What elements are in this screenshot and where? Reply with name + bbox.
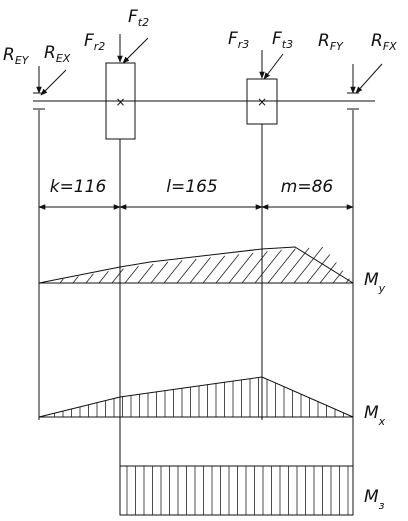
hatch-line: [59, 278, 64, 284]
my-hatching: [59, 246, 350, 284]
hatch-line: [150, 261, 169, 284]
ft3-label: Ft3: [272, 29, 293, 51]
ft2-label: Ft2: [128, 7, 149, 29]
mx-outline: [38, 376, 354, 418]
hatch-line: [163, 260, 183, 284]
hatch-line: [280, 247, 310, 284]
hatch-line: [228, 252, 254, 284]
fr3-label: Fr3: [228, 29, 249, 51]
hatch-line: [72, 276, 79, 284]
ft3-arrow: [263, 53, 284, 80]
rfx-arrow: [355, 63, 383, 94]
ft2-arrow: [122, 37, 149, 64]
my-diagram: [38, 246, 354, 284]
hatch-line: [215, 254, 240, 284]
dim-m-label: m=86: [281, 177, 334, 197]
rex-label: REX: [44, 43, 71, 65]
hatch-line: [345, 278, 350, 284]
fr2-label: Fr2: [84, 31, 105, 53]
hatch-line: [332, 270, 344, 284]
mx-hatching: [54, 377, 344, 417]
hatch-line: [293, 246, 324, 284]
rfx-label: RFX: [371, 31, 397, 53]
dim-k-label: k=116: [50, 177, 107, 197]
hatch-line: [124, 265, 139, 284]
hatch-line: [85, 273, 94, 284]
mz-outline: [119, 465, 354, 516]
rey-label: REY: [3, 45, 30, 67]
hatch-line: [111, 268, 124, 284]
rex-arrow: [40, 69, 67, 96]
hatch-line: [176, 258, 197, 284]
hatch-line: [319, 262, 337, 284]
mz-diagram: [119, 465, 354, 516]
my-outline: [38, 246, 354, 284]
hatch-line: [254, 249, 282, 284]
my-label: My: [364, 270, 386, 295]
hatch-line: [189, 257, 211, 284]
mx-label: Mx: [364, 403, 386, 428]
hatch-line: [137, 263, 154, 284]
hatch-line: [267, 248, 296, 284]
dim-l-label: l=165: [166, 177, 217, 197]
gear-3-center-mark: ×: [257, 95, 267, 109]
hatch-line: [98, 270, 109, 284]
mz-hatching: [126, 466, 349, 515]
rfy-label: RFY: [318, 31, 344, 53]
hatch-line: [202, 255, 226, 284]
gear-2-center-mark: ×: [115, 95, 125, 109]
hatch-line: [241, 251, 268, 284]
mx-diagram: [38, 376, 354, 418]
hatch-line: [306, 254, 331, 284]
mz-label: Mз: [364, 487, 385, 512]
